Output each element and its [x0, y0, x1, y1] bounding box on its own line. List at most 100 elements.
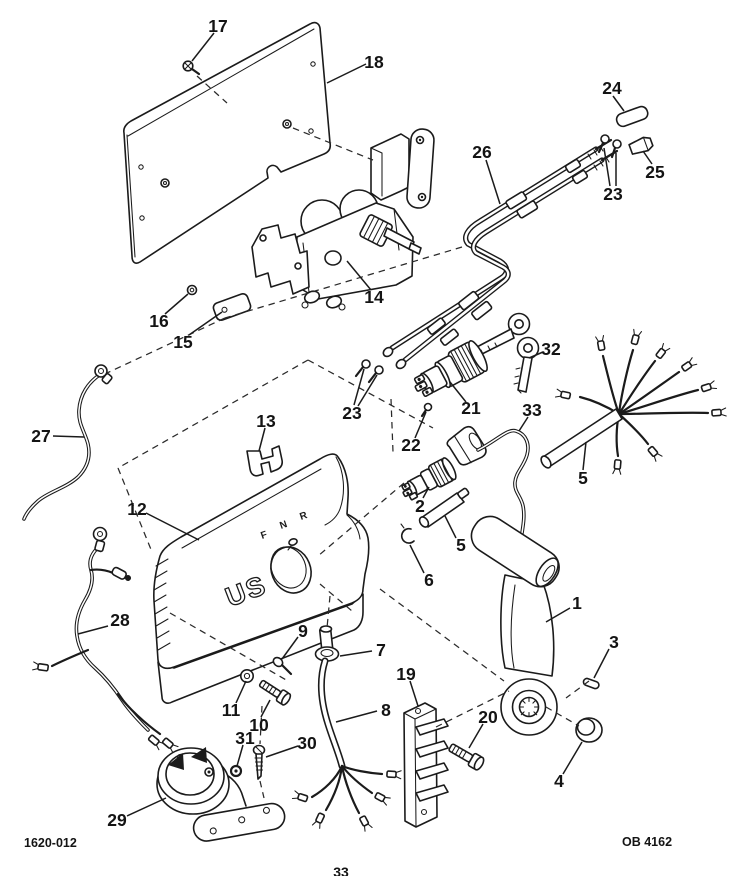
leader-line-12	[145, 512, 200, 541]
leader-line-29	[126, 797, 167, 817]
bolt-10	[258, 679, 292, 706]
leader-line-33	[518, 416, 529, 432]
callout-5-4: 5	[456, 535, 466, 555]
harness-sleeve	[418, 487, 470, 528]
leader-line-4	[562, 741, 583, 775]
leader-line-23	[353, 368, 365, 406]
leader-line-1	[545, 607, 571, 623]
leader-line-13	[258, 427, 266, 452]
leader-line-17	[191, 32, 215, 62]
figure-code-right: OB 4162	[622, 835, 672, 849]
ground-wire-27	[22, 364, 113, 521]
leader-line-14	[346, 260, 372, 291]
callout-13-13: 13	[256, 411, 276, 431]
stop-switch-2	[401, 457, 457, 501]
cable-fitting-25	[628, 136, 654, 155]
horn-nut-31	[229, 764, 243, 778]
leader-line-32	[528, 351, 544, 359]
callout-2-1: 2	[415, 496, 425, 516]
leader-line-27	[52, 435, 85, 438]
mounting-back-plate	[123, 21, 332, 264]
leader-line-23	[357, 374, 378, 407]
callout-layer: 1234556789101112131415161718192021222323…	[31, 16, 665, 830]
leader-line-16	[164, 293, 189, 315]
leader-line-23	[603, 147, 611, 187]
callout-22-22: 22	[401, 435, 421, 455]
callout-16-16: 16	[149, 311, 169, 331]
callout-6-6: 6	[424, 570, 434, 590]
grommet-and-cable	[291, 625, 402, 832]
callout-17-17: 17	[208, 16, 227, 36]
shift-mechanism	[251, 128, 435, 311]
leader-line-5	[582, 441, 587, 471]
callout-12-12: 12	[127, 499, 147, 519]
page-number: 33	[333, 864, 349, 876]
callout-29-30: 29	[107, 810, 127, 830]
leader-line-28	[77, 625, 109, 635]
gear-label-r: R	[298, 510, 309, 523]
nut-16	[186, 284, 198, 296]
control-box-cover: US F N R	[153, 453, 370, 704]
callout-26-27: 26	[472, 142, 492, 162]
switch-screw-22	[420, 402, 433, 418]
leader-line-6	[409, 544, 425, 574]
callout-7-7: 7	[376, 640, 386, 660]
callout-24-25: 24	[602, 78, 622, 98]
leader-line-20	[468, 723, 484, 749]
callout-32-33: 32	[541, 339, 561, 359]
leader-line-26	[485, 159, 501, 205]
leader-line-24	[612, 95, 625, 112]
gear-label-f: F	[259, 529, 268, 541]
cable-fitting-24	[615, 105, 649, 128]
alignment-dashes	[106, 75, 590, 799]
wiring-harness	[540, 328, 727, 475]
anchor-plate-15	[212, 292, 252, 322]
leader-line-31	[236, 744, 244, 767]
leader-line-8	[335, 710, 378, 723]
ignition-keys	[474, 312, 540, 394]
figure-code-left: 1620-012	[24, 836, 77, 850]
callout-8-8: 8	[381, 700, 391, 720]
pivot-pin-3	[582, 677, 600, 690]
plate-screw-17	[182, 60, 201, 76]
callout-1-0: 1	[572, 593, 582, 613]
leader-line-21	[449, 381, 467, 403]
screws-23-left	[354, 359, 384, 384]
leader-line-25	[642, 150, 653, 165]
retainer-clip-6	[400, 523, 415, 544]
callout-20-20: 20	[478, 707, 498, 727]
callout-27-28: 27	[31, 426, 50, 446]
control-cables	[382, 138, 619, 370]
callout-23-23: 23	[342, 403, 362, 423]
warning-horn	[156, 747, 286, 842]
callout-18-18: 18	[364, 52, 384, 72]
leader-line-18	[326, 63, 367, 84]
callout-3-2: 3	[609, 632, 619, 652]
screws-23-right	[597, 134, 622, 159]
cover-screw-9	[272, 656, 293, 676]
leader-line-3	[593, 648, 610, 679]
gear-label-n: N	[278, 519, 288, 532]
leader-line-2	[422, 486, 430, 499]
leader-line-5	[444, 515, 457, 539]
leader-line-15	[188, 311, 223, 336]
lead-wires-28	[32, 526, 179, 754]
leader-line-22	[414, 411, 427, 439]
callout-25-26: 25	[645, 162, 665, 182]
callout-19-19: 19	[396, 664, 416, 684]
callout-30-31: 30	[297, 733, 317, 753]
ignition-switch	[413, 340, 488, 398]
callout-9-9: 9	[298, 621, 308, 641]
control-handle	[470, 515, 560, 736]
horn-screw-30	[252, 744, 266, 780]
callout-11-11: 11	[222, 700, 241, 720]
callout-5-5: 5	[578, 468, 588, 488]
callout-14-14: 14	[364, 287, 384, 307]
lanyard-33	[446, 425, 530, 535]
callout-33-34: 33	[522, 400, 542, 420]
callout-31-32: 31	[235, 728, 255, 748]
block-bolt-20	[448, 743, 485, 771]
leader-line-30	[265, 745, 299, 758]
